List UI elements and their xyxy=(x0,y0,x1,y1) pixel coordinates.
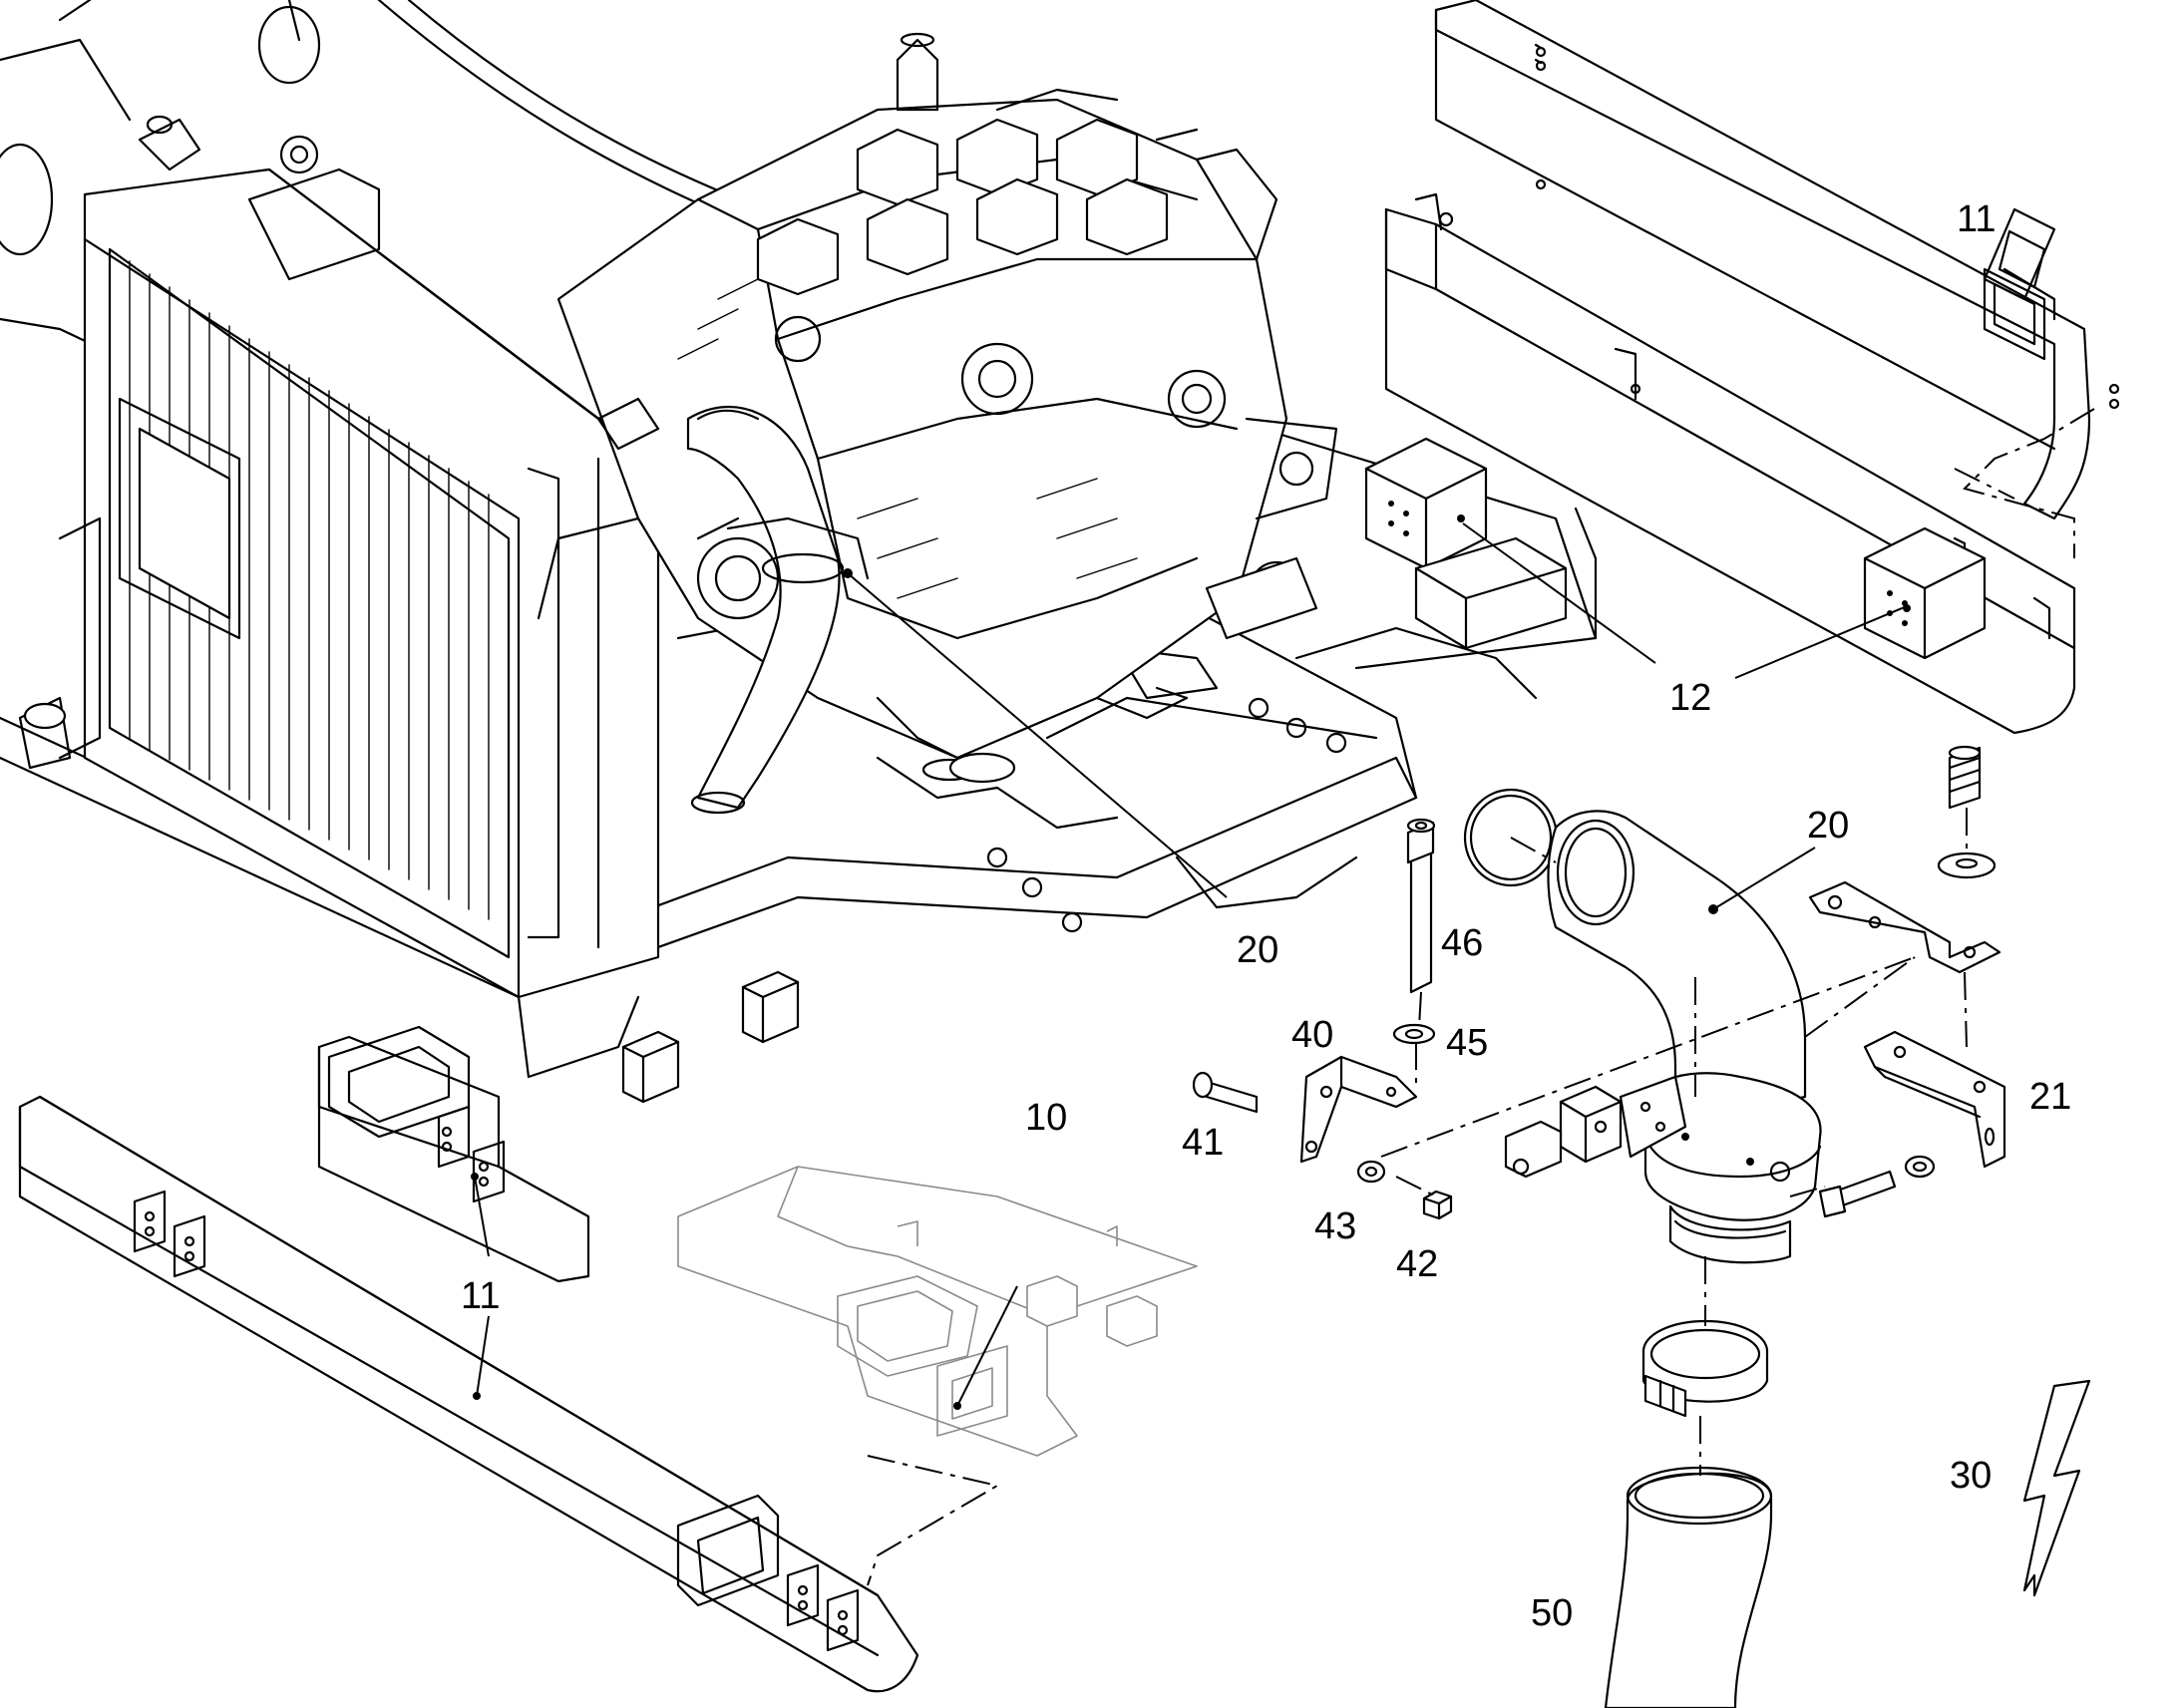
callout-20-elbow: 20 xyxy=(1807,805,1849,847)
radiator-cooler xyxy=(0,0,780,999)
callout-45: 45 xyxy=(1446,1022,1488,1064)
sensor-actuator xyxy=(1504,1075,1687,1179)
bottom-panel-11 xyxy=(18,1095,919,1693)
callout-50: 50 xyxy=(1531,1592,1573,1634)
callout-11-top: 11 xyxy=(1957,198,1996,240)
engine-mount-rails xyxy=(1205,507,1598,700)
callout-11-bottom: 11 xyxy=(461,1275,500,1317)
bolt-and-washer-21 xyxy=(1818,1155,1936,1218)
callout-41: 41 xyxy=(1182,1122,1224,1164)
bolt-41 xyxy=(1192,1071,1259,1114)
washer-43 xyxy=(1356,1160,1386,1184)
bracket-21 xyxy=(1863,1030,2006,1169)
bracket-40 xyxy=(1299,1055,1418,1164)
front-rail-mounted xyxy=(317,1025,590,1283)
callout-21: 21 xyxy=(2029,1076,2071,1118)
callout-20-engine: 20 xyxy=(1237,929,1278,971)
lightning-arrow-icon xyxy=(2022,1379,2091,1597)
assembly-centerlines xyxy=(867,408,2095,1586)
reference-panel-10 xyxy=(677,1166,1198,1457)
callout-40: 40 xyxy=(1291,1014,1333,1056)
intake-elbow-20 xyxy=(1547,810,1822,1264)
long-bolt-46 xyxy=(1406,818,1436,994)
callout-30: 30 xyxy=(1950,1455,1992,1497)
nut-42 xyxy=(1422,1190,1453,1220)
top-panel-11 xyxy=(1434,0,2120,520)
intake-pipe-mounted xyxy=(686,405,870,815)
washer-45 xyxy=(1392,1023,1436,1045)
callout-43: 43 xyxy=(1314,1205,1356,1247)
hose-50 xyxy=(1604,1466,1773,1708)
hose-clamp xyxy=(1641,1319,1769,1418)
engine-block xyxy=(537,32,1338,784)
leader-lines xyxy=(474,522,1908,1407)
bracket-upper-right xyxy=(1808,745,2001,974)
bracket-12-left xyxy=(1364,437,1488,570)
callout-12: 12 xyxy=(1669,677,1711,719)
callout-10: 10 xyxy=(1025,1097,1067,1139)
callout-labels: 11 12 20 20 46 40 45 21 41 43 42 10 11 3… xyxy=(461,198,2071,1634)
callout-42: 42 xyxy=(1396,1243,1438,1285)
bracket-12-right xyxy=(1863,526,1987,660)
callout-46: 46 xyxy=(1441,922,1483,964)
